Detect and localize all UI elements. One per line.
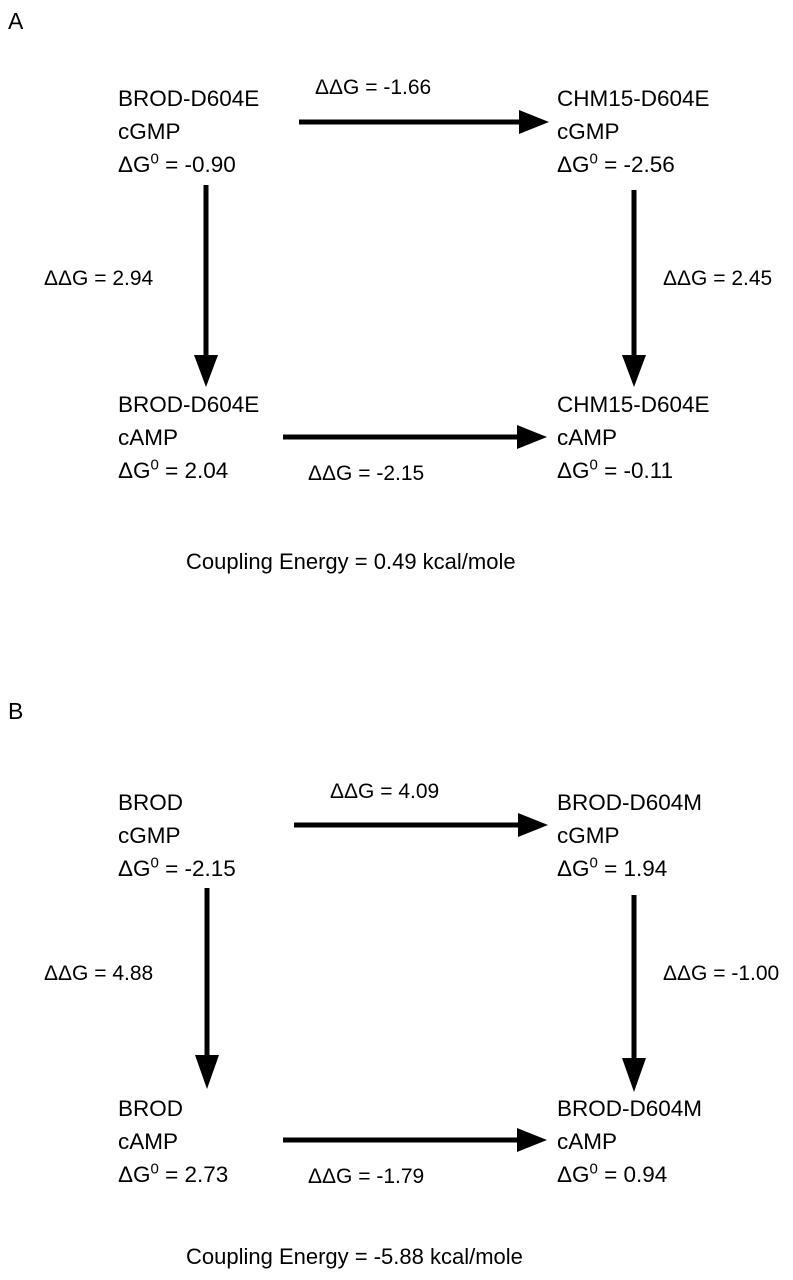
state-node-a-top-left: BROD-D604E cGMP ΔG0 = -0.90 xyxy=(118,82,259,181)
state-node-b-top-right: BROD-D604M cGMP ΔG0 = 1.94 xyxy=(557,786,702,885)
dg-symbol: ΔG xyxy=(118,1162,151,1187)
dg-superscript: 0 xyxy=(150,1160,159,1178)
state-construct-name: BROD-D604E xyxy=(118,86,260,111)
dg-symbol: ΔG xyxy=(118,458,151,483)
dg-symbol: ΔG xyxy=(557,152,590,177)
dg-symbol: ΔG xyxy=(557,856,590,881)
state-dg-value: ΔG0 = 2.04 xyxy=(118,454,259,487)
dg-number: = 0.94 xyxy=(597,1162,668,1187)
dg-superscript: 0 xyxy=(150,456,159,474)
dg-number: = 2.04 xyxy=(158,458,229,483)
state-ligand: cGMP xyxy=(118,119,181,144)
state-node-b-bottom-left: BROD cAMP ΔG0 = 2.73 xyxy=(118,1092,228,1191)
dg-number: = 1.94 xyxy=(597,856,668,881)
arrow-b-top xyxy=(294,813,548,837)
edge-label-a-top: ΔΔG = -1.66 xyxy=(315,76,432,99)
dg-number: = -0.11 xyxy=(597,458,674,483)
arrow-a-top xyxy=(299,110,549,134)
dg-superscript: 0 xyxy=(589,150,598,168)
state-dg-value: ΔG0 = -0.11 xyxy=(557,454,710,487)
dg-symbol: ΔG xyxy=(557,1162,590,1187)
dg-superscript: 0 xyxy=(150,854,159,872)
state-node-a-bottom-left: BROD-D604E cAMP ΔG0 = 2.04 xyxy=(118,388,259,487)
dg-symbol: ΔG xyxy=(118,152,151,177)
state-dg-value: ΔG0 = -0.90 xyxy=(118,148,259,181)
state-ligand: cAMP xyxy=(557,1129,618,1154)
panel-label-a: A xyxy=(8,8,24,34)
edge-label-a-left: ΔΔG = 2.94 xyxy=(44,267,154,290)
edge-label-b-right: ΔΔG = -1.00 xyxy=(663,962,780,985)
edge-label-b-top: ΔΔG = 4.09 xyxy=(330,780,440,803)
coupling-energy-b: Coupling Energy = -5.88 kcal/mole xyxy=(186,1244,523,1269)
state-node-b-bottom-right: BROD-D604M cAMP ΔG0 = 0.94 xyxy=(557,1092,702,1191)
arrow-b-bottom xyxy=(283,1128,547,1152)
state-ligand: cAMP xyxy=(557,425,618,450)
state-node-a-top-right: CHM15-D604E cGMP ΔG0 = -2.56 xyxy=(557,82,710,181)
dg-symbol: ΔG xyxy=(557,458,590,483)
state-ligand: cAMP xyxy=(118,1129,179,1154)
state-dg-value: ΔG0 = -2.15 xyxy=(118,852,236,885)
edge-label-a-right: ΔΔG = 2.45 xyxy=(663,267,773,290)
state-ligand: cGMP xyxy=(118,823,181,848)
panel-label-b: B xyxy=(8,698,24,724)
state-ligand: cAMP xyxy=(118,425,179,450)
state-construct-name: BROD-D604M xyxy=(557,1096,703,1121)
arrow-b-right xyxy=(622,895,646,1092)
dg-number: = -2.15 xyxy=(158,856,236,881)
state-construct-name: BROD xyxy=(118,790,184,815)
state-construct-name: BROD-D604M xyxy=(557,790,703,815)
coupling-energy-a: Coupling Energy = 0.49 kcal/mole xyxy=(186,549,516,574)
arrow-a-right xyxy=(622,190,646,387)
state-dg-value: ΔG0 = 1.94 xyxy=(557,852,702,885)
dg-number: = -0.90 xyxy=(158,152,236,177)
state-node-a-bottom-right: CHM15-D604E cAMP ΔG0 = -0.11 xyxy=(557,388,710,487)
state-dg-value: ΔG0 = 0.94 xyxy=(557,1158,702,1191)
state-construct-name: BROD xyxy=(118,1096,184,1121)
arrow-a-bottom xyxy=(283,425,547,449)
arrow-a-left xyxy=(194,185,218,387)
edge-label-b-left: ΔΔG = 4.88 xyxy=(44,962,154,985)
dg-superscript: 0 xyxy=(589,854,598,872)
arrow-b-left xyxy=(195,888,219,1089)
state-construct-name: CHM15-D604E xyxy=(557,86,710,111)
state-ligand: cGMP xyxy=(557,823,620,848)
dg-number: = -2.56 xyxy=(597,152,675,177)
edge-label-b-bottom: ΔΔG = -1.79 xyxy=(308,1165,425,1188)
state-dg-value: ΔG0 = -2.56 xyxy=(557,148,710,181)
state-ligand: cGMP xyxy=(557,119,620,144)
edge-label-a-bottom: ΔΔG = -2.15 xyxy=(308,462,425,485)
dg-number: = 2.73 xyxy=(158,1162,229,1187)
state-construct-name: BROD-D604E xyxy=(118,392,260,417)
state-node-b-top-left: BROD cGMP ΔG0 = -2.15 xyxy=(118,786,236,885)
state-construct-name: CHM15-D604E xyxy=(557,392,710,417)
dg-superscript: 0 xyxy=(589,1160,598,1178)
dg-superscript: 0 xyxy=(589,456,598,474)
state-dg-value: ΔG0 = 2.73 xyxy=(118,1158,228,1191)
dg-superscript: 0 xyxy=(150,150,159,168)
dg-symbol: ΔG xyxy=(118,856,151,881)
